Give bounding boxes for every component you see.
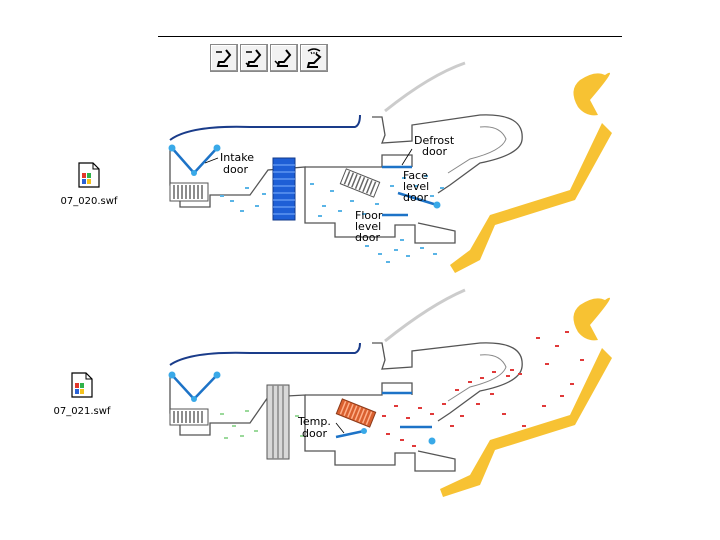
seat-face-vent-icon: [216, 49, 232, 67]
file-icon-07-021[interactable]: 07_021.swf: [42, 372, 122, 417]
dashboard-outline: [372, 114, 523, 194]
windshield: [384, 288, 466, 343]
mode-button-bar: [210, 44, 328, 72]
top-divider: [158, 36, 622, 37]
svg-text:door: door: [223, 163, 248, 176]
defrost-vent-mode-button[interactable]: [300, 44, 328, 72]
passenger-body: [440, 348, 612, 497]
floor-vent-mode-button[interactable]: [270, 44, 298, 72]
svg-text:door: door: [422, 145, 447, 158]
svg-text:Defrost: Defrost: [414, 134, 455, 147]
face-vent-mode-button[interactable]: [210, 44, 238, 72]
svg-text:level: level: [355, 220, 381, 233]
file-icon-07-020[interactable]: 07_020.swf: [49, 162, 129, 207]
svg-text:door: door: [355, 231, 380, 244]
svg-text:door: door: [403, 191, 428, 204]
face-level-door-label: Face level door: [403, 169, 429, 204]
bilevel-vent-mode-button[interactable]: [240, 44, 268, 72]
dashboard-inner-line: [447, 126, 507, 174]
svg-text:Temp.: Temp.: [297, 415, 331, 428]
cowl-panel: [169, 114, 361, 141]
file-name: 07_021.swf: [53, 406, 111, 417]
cold-airflow: [220, 175, 444, 263]
windshield: [384, 61, 466, 113]
seat-defrost-vent-icon: [306, 48, 322, 68]
heater-core: [335, 398, 377, 428]
intake-door: [171, 147, 218, 175]
svg-text:Intake: Intake: [220, 151, 254, 164]
intake-airflow: [220, 410, 304, 439]
svg-text:level: level: [403, 180, 429, 193]
seat-floor-vent-icon: [274, 49, 292, 67]
svg-text:Face: Face: [403, 169, 428, 182]
dashboard-inner-line: [447, 354, 507, 402]
face-level-door: [397, 191, 438, 207]
passenger-head: [573, 72, 610, 116]
passenger-head: [573, 297, 610, 341]
seat-bilevel-vent-icon: [245, 49, 262, 67]
hot-airflow: [382, 331, 584, 447]
dashboard-outline: [372, 342, 523, 422]
hvac-housing: [169, 377, 456, 472]
hvac-diagram-heat-mode: Temp. door: [150, 285, 630, 514]
hvac-housing-top: [305, 154, 413, 168]
intake-door: [171, 374, 218, 401]
temp-door: [335, 429, 365, 439]
heater-core: [339, 168, 381, 198]
evaporator-core: [272, 157, 296, 221]
temp-door-label: Temp. door: [297, 415, 345, 440]
svg-text:Floor: Floor: [355, 209, 383, 222]
flash-file-icon: [78, 162, 100, 188]
hvac-housing-top: [305, 382, 413, 396]
intake-door-label: Intake door: [204, 151, 254, 176]
floor-level-door-label: Floor level door: [355, 209, 383, 244]
cowl-panel: [169, 342, 361, 366]
file-name: 07_020.swf: [60, 196, 118, 207]
hvac-housing: [169, 150, 456, 244]
hvac-diagram-face-mode: Intake door Defrost door Face level door…: [150, 55, 630, 289]
passenger-body: [450, 123, 612, 273]
flash-file-icon: [71, 372, 93, 398]
defrost-door-label: Defrost door: [401, 134, 455, 166]
svg-text:door: door: [302, 427, 327, 440]
